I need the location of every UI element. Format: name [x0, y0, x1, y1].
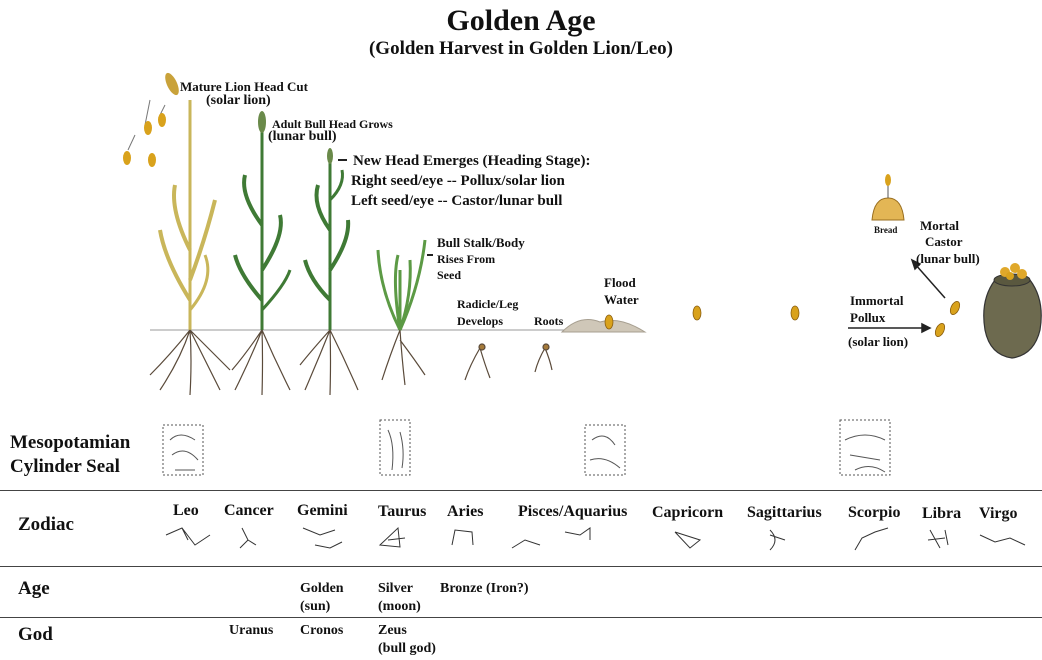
zodiac-pisces-aquarius: Pisces/Aquarius — [518, 503, 627, 521]
label-roots: Roots — [534, 313, 563, 329]
cylinder-seal-sketches — [163, 420, 890, 475]
flood-water-mound — [562, 320, 645, 332]
label-radicle: Radicle/Leg — [457, 296, 518, 312]
constellation-sketches — [166, 528, 1025, 550]
label-castor-lunar-bull: (lunar bull) — [916, 251, 980, 267]
age-bronze: Bronze (Iron?) — [440, 580, 529, 598]
zodiac-aries: Aries — [447, 503, 483, 521]
god-zeus: Zeus — [378, 622, 407, 640]
label-mortal: Mortal — [920, 218, 959, 234]
label-flood: Flood — [604, 275, 636, 291]
heading-wheat-plant — [305, 148, 348, 330]
zodiac-gemini: Gemini — [297, 502, 348, 520]
divider-middle — [0, 566, 1042, 567]
label-water: Water — [604, 292, 639, 308]
mature-wheat-plant — [123, 71, 215, 330]
divider-bottom — [0, 617, 1042, 618]
god-cronos: Cronos — [300, 622, 343, 640]
label-solar-lion: (solar lion) — [206, 93, 271, 109]
row-header-zodiac: Zodiac — [18, 514, 74, 536]
label-seed: Seed — [437, 267, 461, 283]
age-silver-sub: (moon) — [378, 598, 421, 616]
label-right-seed: Right seed/eye -- Pollux/solar lion — [351, 173, 565, 189]
zodiac-sagittarius: Sagittarius — [747, 504, 822, 522]
row-header-god: God — [18, 624, 53, 646]
label-lunar-bull: (lunar bull) — [268, 129, 337, 145]
god-uranus: Uranus — [229, 622, 273, 640]
root-systems — [150, 330, 552, 395]
label-develops: Develops — [457, 313, 503, 329]
label-bull-stalk: Bull Stalk/Body — [437, 235, 525, 251]
age-golden-sub: (sun) — [300, 598, 330, 616]
age-silver: Silver — [378, 580, 413, 598]
label-pollux: Pollux — [850, 310, 885, 326]
seeds — [605, 300, 962, 338]
zodiac-scorpio: Scorpio — [848, 504, 900, 522]
zodiac-capricorn: Capricorn — [652, 504, 723, 522]
label-bread: Bread — [874, 222, 897, 238]
row-header-age: Age — [18, 578, 50, 600]
zodiac-taurus: Taurus — [378, 503, 426, 521]
row-header-seal-2: Cylinder Seal — [10, 456, 120, 478]
zodiac-virgo: Virgo — [979, 505, 1018, 523]
label-immortal: Immortal — [850, 293, 903, 309]
god-zeus-sub: (bull god) — [378, 640, 436, 658]
age-golden: Golden — [300, 580, 344, 598]
label-left-seed: Left seed/eye -- Castor/lunar bull — [351, 193, 562, 209]
divider-top — [0, 490, 1042, 491]
label-new-head: New Head Emerges (Heading Stage): — [353, 153, 590, 169]
zodiac-libra: Libra — [922, 505, 961, 523]
label-castor: Castor — [925, 234, 963, 250]
zodiac-leo: Leo — [173, 502, 199, 520]
storage-jar — [984, 263, 1042, 358]
zodiac-cancer: Cancer — [224, 502, 274, 520]
bread-loaf — [872, 174, 904, 220]
row-header-seal-1: Mesopotamian — [10, 432, 130, 454]
label-rises-from: Rises From — [437, 251, 495, 267]
young-wheat-plant — [378, 240, 425, 330]
label-pollux-solar-lion: (solar lion) — [848, 334, 908, 350]
